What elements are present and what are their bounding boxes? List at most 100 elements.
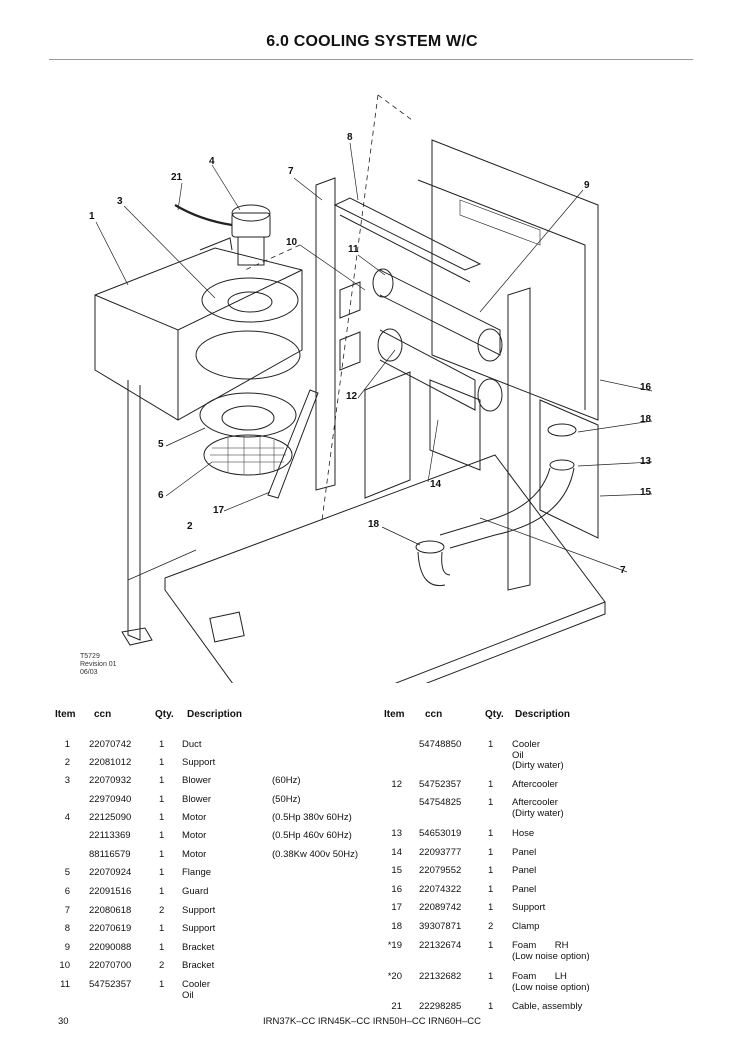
cell-qty: 1: [488, 940, 494, 951]
cell-ccn: 39307871: [419, 921, 462, 932]
left-header-qty: Qty.: [155, 709, 174, 720]
cell-ccn: 22070619: [89, 923, 132, 934]
cell-qty: 1: [488, 797, 494, 808]
cell-ccn: 22132674: [419, 940, 462, 951]
cell-item: 17: [391, 902, 402, 913]
cell-description: Panel: [512, 865, 537, 876]
model-list: IRN37K–CC IRN45K–CC IRN50H–CC IRN60H–CC: [262, 1016, 482, 1027]
cell-item: 21: [391, 1001, 402, 1012]
cell-note: (0.5Hp 460v 60Hz): [272, 830, 352, 841]
callout-12: 12: [346, 391, 358, 402]
right-header-description: Description: [515, 709, 571, 720]
cell-ccn: 22080618: [89, 905, 132, 916]
page-title: 6.0 COOLING SYSTEM W/C: [266, 33, 478, 50]
cell-description: Motor: [182, 812, 207, 823]
cell-ccn: 54754825: [419, 797, 462, 808]
cell-item: 3: [64, 775, 70, 786]
vertical-supports: [315, 177, 531, 591]
cell-description: Duct: [182, 739, 202, 750]
cell-qty: 1: [159, 849, 165, 860]
cell-qty: 1: [159, 942, 165, 953]
callout-13: 13: [640, 456, 652, 467]
cell-qty: 2: [159, 905, 165, 916]
cell-qty: 1: [159, 923, 165, 934]
cell-note: (60Hz): [272, 775, 301, 786]
cell-item: 9: [64, 942, 70, 953]
cell-item: 8: [64, 923, 70, 934]
cell-item: 7: [64, 905, 70, 916]
cell-qty: 1: [159, 739, 165, 750]
cell-item: 16: [391, 884, 402, 895]
cell-description: Clamp: [512, 921, 540, 932]
callout-6: 6: [158, 490, 164, 501]
blower-assembly: [195, 277, 301, 476]
cell-qty: 1: [488, 779, 494, 790]
callout-11: 11: [348, 244, 359, 255]
cell-description: Support: [182, 923, 216, 934]
cell-qty: 1: [488, 971, 494, 982]
cell-description: Motor: [182, 830, 207, 841]
callout-10: 10: [286, 237, 298, 248]
callout-9: 9: [584, 180, 590, 191]
cell-qty: 1: [488, 865, 494, 876]
assembly-lines: [244, 94, 413, 521]
callout-4: 4: [209, 156, 215, 167]
hoses: [415, 423, 577, 587]
diagram-revision: Revision 01: [80, 661, 117, 668]
cell-qty: 1: [159, 812, 165, 823]
cell-item: 10: [59, 960, 70, 971]
cell-qty: 1: [488, 902, 494, 913]
cell-note: (0.38Kw 400v 50Hz): [272, 849, 359, 860]
cell-item: 12: [391, 779, 402, 790]
cell-qty: 1: [159, 830, 165, 841]
cell-ccn: 22070742: [89, 739, 132, 750]
leader-lines: [95, 142, 653, 581]
left-header-item: Item: [55, 709, 76, 720]
cell-qty: 1: [159, 979, 165, 990]
cell-description: Cooler Oil (Dirty water): [512, 739, 564, 771]
cell-ccn: 22089742: [419, 902, 462, 913]
cell-item: 6: [64, 886, 70, 897]
cell-item: 18: [391, 921, 402, 932]
callout-21: 21: [171, 172, 183, 183]
cell-qty: 2: [488, 921, 494, 932]
cell-ccn: 22093777: [419, 847, 462, 858]
cell-description: Cable, assembly: [512, 1001, 583, 1012]
cell-ccn: 22070924: [89, 867, 132, 878]
cell-ccn: 22113369: [89, 830, 131, 841]
cell-description: Bracket: [182, 960, 215, 971]
cell-ccn: 22070700: [89, 960, 132, 971]
right-header-item: Item: [384, 709, 405, 720]
right-header-qty: Qty.: [485, 709, 504, 720]
cell-item: 13: [391, 828, 402, 839]
callout-5: 5: [158, 439, 164, 450]
cell-description: Support: [182, 757, 216, 768]
cell-note: (50Hz): [272, 794, 301, 805]
motor: [174, 204, 271, 266]
duct: [94, 237, 303, 421]
cell-item: 14: [391, 847, 402, 858]
cell-description: Foam RH (Low noise option): [512, 940, 590, 962]
cell-qty: 1: [159, 775, 165, 786]
left-header-ccn: ccn: [94, 709, 112, 720]
page-number: 30: [58, 1016, 69, 1027]
cell-item: *20: [387, 971, 402, 982]
cell-qty: 1: [488, 1001, 494, 1012]
callout-17: 17: [213, 505, 225, 516]
cell-qty: 1: [159, 886, 165, 897]
cell-ccn: 22125090: [89, 812, 132, 823]
cell-description: Panel: [512, 884, 537, 895]
cell-qty: 1: [159, 757, 165, 768]
cell-item: 15: [391, 865, 402, 876]
rear-panel: [417, 139, 599, 421]
cell-description: Cooler Oil: [182, 979, 210, 1001]
cell-description: Support: [182, 905, 216, 916]
cell-ccn: 22091516: [89, 886, 132, 897]
callout-18-right: 18: [640, 414, 652, 425]
cell-description: Motor: [182, 849, 207, 860]
cell-description: Blower: [182, 794, 212, 805]
cell-ccn: 54752357: [419, 779, 462, 790]
cell-ccn: 54653019: [419, 828, 462, 839]
cell-description: Panel: [512, 847, 537, 858]
cell-ccn: 54748850: [419, 739, 462, 750]
